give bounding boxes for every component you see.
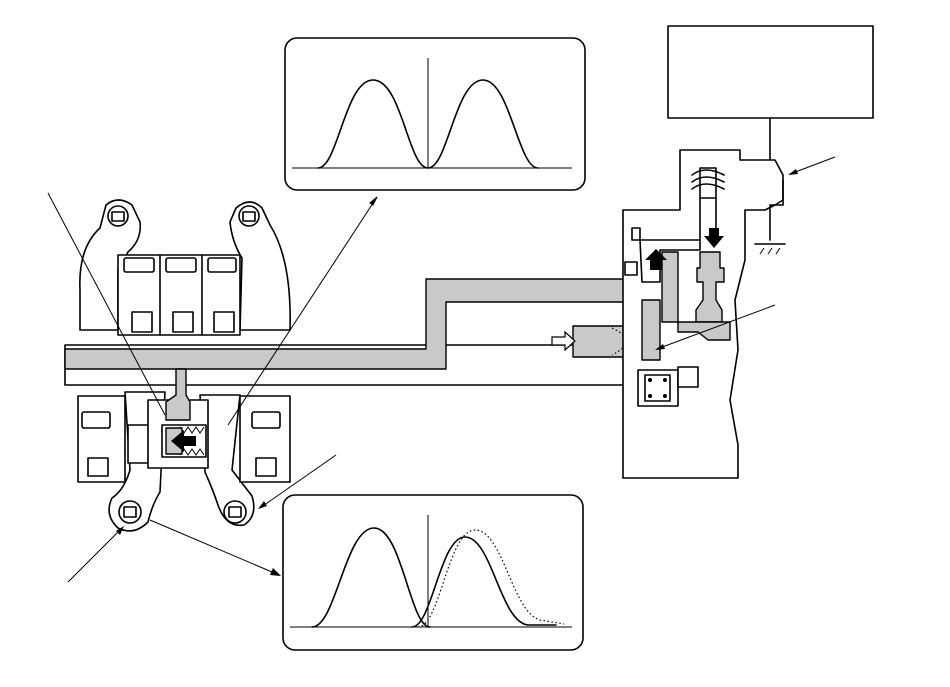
leader-solenoid: [789, 156, 836, 175]
valve-notch-2: [624, 261, 638, 276]
leader-lower-left-bolt: [67, 527, 123, 583]
check-valve-dot-2: [663, 378, 667, 382]
lower-right-cam-foot: [255, 457, 277, 477]
piston-feed-passage: [165, 368, 191, 421]
callout-lines: [47, 156, 836, 583]
solid-arrow-down-icon: [704, 228, 724, 248]
upper-left-bolt-head: [111, 211, 125, 222]
upper-right-bolt-head: [242, 211, 256, 222]
solid-arrow-up-icon: [645, 249, 667, 270]
lower-right-bolt-head: [228, 506, 242, 518]
lower-right-rocker-arm: [199, 394, 255, 527]
upper-cam-tab-2: [165, 257, 197, 273]
ground-hatch-3: [775, 247, 781, 255]
graph-bottom-intake-curve: [311, 527, 431, 628]
check-valve-dot-3: [648, 394, 652, 398]
check-valve-dot-4: [663, 394, 667, 398]
graph-bottom-shifted-curve: [417, 529, 565, 628]
ground-hatch-2: [767, 247, 773, 255]
solenoid-core: [699, 167, 717, 199]
lower-left-bolt-head: [123, 506, 137, 518]
ground-hatch-1: [759, 247, 765, 255]
leader-synchronizing-piston: [47, 192, 166, 416]
lower-left-cam-block: [77, 395, 126, 483]
graph-top-lift-curves: [317, 79, 539, 169]
leader-to-top-graph: [227, 196, 378, 426]
upper-left-adjuster-bolt: [107, 205, 129, 227]
check-valve-plug: [677, 366, 699, 388]
solid-arrow-left-icon: [171, 430, 196, 452]
upper-right-adjuster-bolt: [238, 205, 260, 227]
lower-right-cam-block: [239, 395, 291, 483]
valve-lift-graph-bottom: [282, 494, 584, 651]
upper-cam-foot-3: [213, 311, 235, 333]
upper-cam-foot-2: [172, 311, 194, 333]
ground-wire: [769, 179, 784, 241]
leader-spool-valve: [656, 304, 776, 350]
graph-top-frame: [284, 37, 586, 191]
lower-right-cam-tab: [251, 411, 281, 429]
ecu-box: [667, 25, 874, 119]
oil-passages: [64, 278, 641, 455]
leader-lower-right-bolt: [259, 454, 337, 509]
lower-left-adjuster-bolt: [118, 500, 142, 524]
upper-cam-tab-1: [123, 257, 155, 273]
arrowhead-solenoid: [788, 169, 798, 175]
upper-cam-foot-1: [131, 311, 153, 333]
valve-port-passage: [641, 299, 661, 361]
upper-right-rocker-arm: [229, 201, 291, 331]
arrowhead-lower-left-bolt: [116, 526, 124, 535]
valve-lift-graph-top: [284, 37, 586, 191]
upper-cam-tab-3: [207, 257, 237, 273]
solenoid-coil-1: [691, 169, 725, 176]
spool-left-channel: [661, 251, 679, 323]
upper-left-rocker-arm: [79, 199, 142, 331]
lower-right-adjuster-bolt: [223, 500, 247, 524]
upper-cam-block: [117, 254, 241, 336]
lower-left-cam-foot: [87, 457, 109, 477]
arrowhead-lower-right-bolt: [258, 501, 267, 509]
leader-to-bottom-graph: [149, 519, 280, 576]
check-valve-dot-1: [648, 378, 652, 382]
graph-bottom-frame: [282, 494, 584, 651]
arrowhead-bottom-graph: [270, 568, 281, 576]
hollow-arrow-right-icon: [551, 330, 576, 352]
graph-bottom-exhaust-curve: [411, 536, 557, 628]
inlet-oil-stub: [572, 325, 631, 358]
solenoid-coil-2: [691, 176, 725, 183]
solenoid-coil-3: [691, 183, 725, 190]
arrowhead-spool-valve: [655, 344, 665, 350]
spool-valve: [622, 149, 786, 479]
lower-left-cam-tab: [81, 411, 111, 429]
arrowhead-top-graph: [369, 196, 378, 206]
